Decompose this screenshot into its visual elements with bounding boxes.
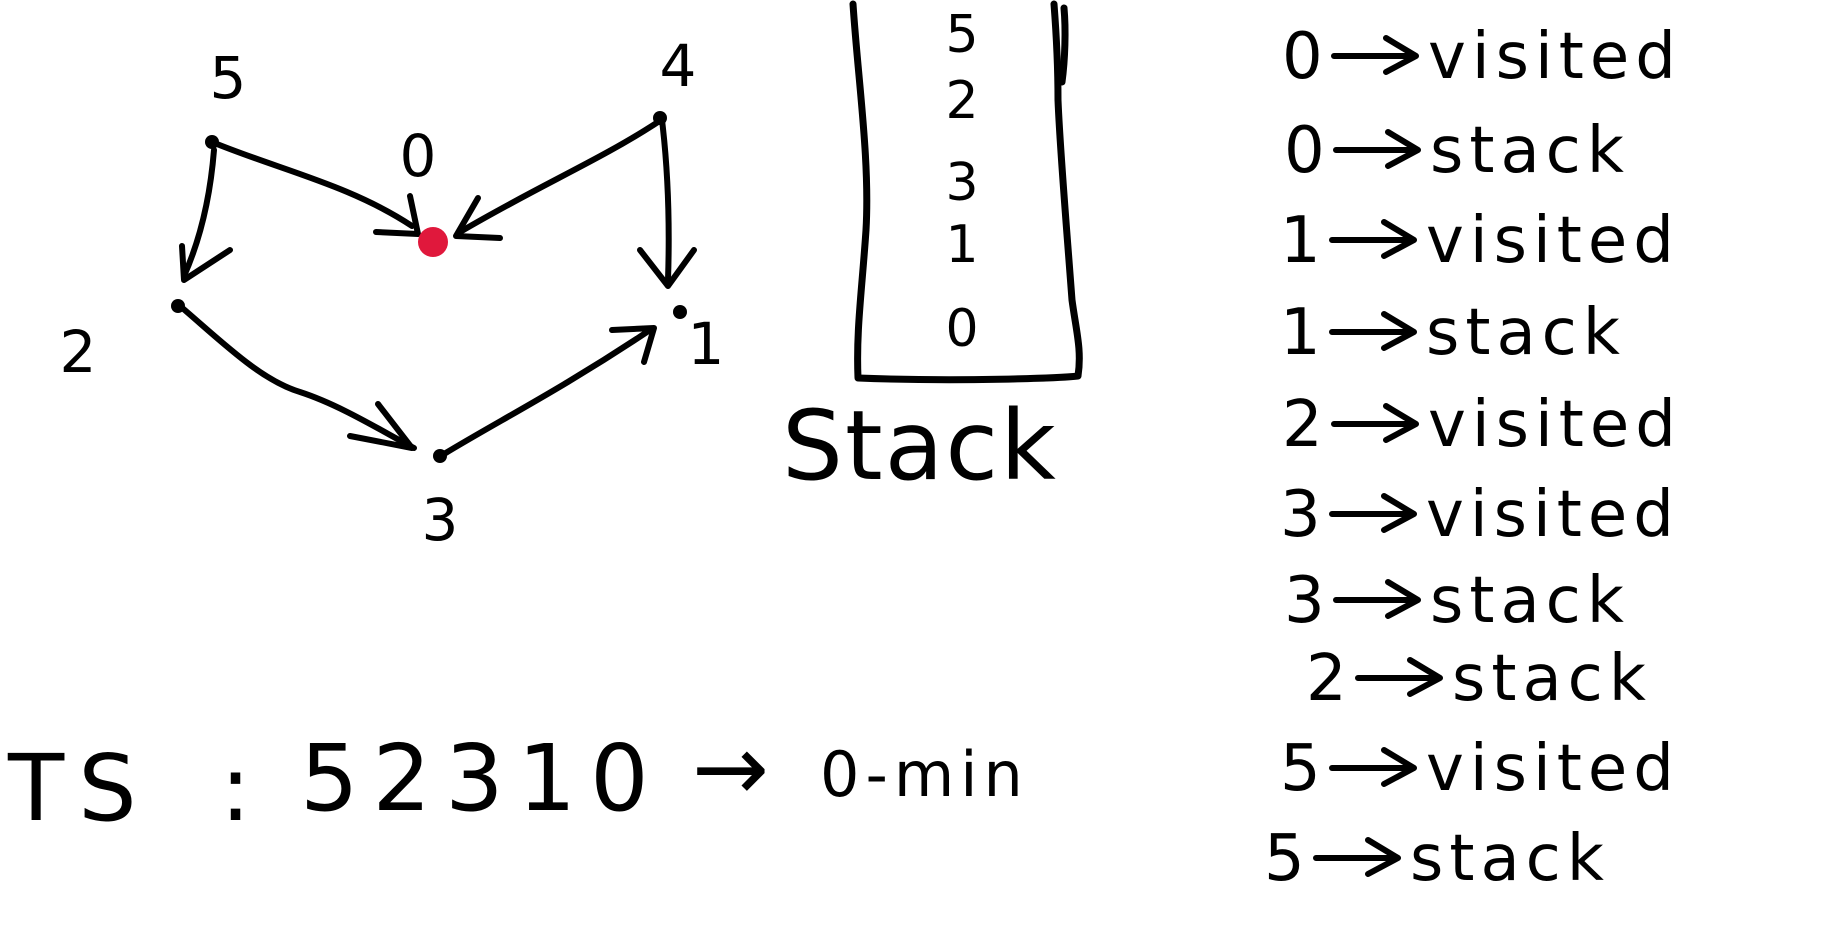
result-colon: : bbox=[220, 735, 265, 842]
step-action: visited bbox=[1426, 732, 1680, 806]
edge-4-0 bbox=[457, 119, 661, 235]
step-row: 2 visited bbox=[1282, 388, 1682, 462]
step-node: 0 bbox=[1282, 20, 1323, 94]
arrowhead-3-1 bbox=[609, 325, 657, 365]
step-node: 2 bbox=[1306, 642, 1347, 716]
graph-edges bbox=[177, 117, 697, 457]
edge-5-2 bbox=[181, 147, 217, 279]
result-note: 0-min bbox=[820, 738, 1029, 811]
result-order: 52310 bbox=[300, 725, 663, 832]
result-prefix: TS bbox=[7, 735, 151, 842]
stack-caption: Stack bbox=[782, 390, 1058, 502]
step-arrow-icon bbox=[1329, 311, 1417, 351]
stack-item: 3 bbox=[945, 153, 978, 213]
stack-item: 1 bbox=[945, 215, 978, 275]
node-5-label: 5 bbox=[210, 44, 247, 112]
step-row: 0 stack bbox=[1284, 114, 1630, 188]
stack-item: 0 bbox=[945, 299, 978, 359]
arrowhead-2-3 bbox=[347, 401, 415, 451]
stack: 52 31 0 Stack bbox=[782, 0, 1083, 502]
stack-item: 2 bbox=[945, 71, 978, 131]
step-arrow-icon bbox=[1333, 579, 1421, 619]
arrowhead-5-0 bbox=[373, 193, 421, 237]
result-arrow: → bbox=[692, 715, 783, 822]
stack-item: 5 bbox=[945, 5, 978, 65]
topological-sort-result: TS : 52310 → 0-min bbox=[7, 715, 1029, 842]
step-node: 3 bbox=[1280, 478, 1321, 552]
step-arrow-icon bbox=[1331, 35, 1419, 75]
step-node: 3 bbox=[1284, 564, 1325, 638]
node-1-dot bbox=[673, 305, 687, 319]
arrowhead-4-1 bbox=[637, 247, 697, 289]
node-3-label: 3 bbox=[422, 486, 459, 554]
node-0-dot bbox=[418, 227, 448, 257]
node-2-label: 2 bbox=[60, 318, 97, 386]
step-action: stack bbox=[1410, 822, 1610, 896]
step-arrow-icon bbox=[1329, 219, 1417, 259]
step-node: 2 bbox=[1282, 388, 1323, 462]
step-node: 1 bbox=[1280, 204, 1321, 278]
node-5-dot bbox=[205, 135, 219, 149]
node-2-dot bbox=[171, 299, 185, 313]
node-4-label: 4 bbox=[660, 32, 697, 100]
step-row: 0 visited bbox=[1282, 20, 1682, 94]
step-node: 1 bbox=[1280, 296, 1321, 370]
node-1-label: 1 bbox=[688, 310, 725, 378]
stack-items: 52 31 0 bbox=[945, 5, 978, 359]
step-node: 5 bbox=[1264, 822, 1305, 896]
steps-list: 0 visited 0 stack 1 visited 1 stack 2 visited 3 vis… bbox=[1264, 20, 1682, 896]
edge-4-1 bbox=[659, 117, 672, 283]
stack-container bbox=[849, 0, 1083, 384]
step-action: visited bbox=[1426, 204, 1680, 278]
edge-3-1 bbox=[441, 327, 653, 457]
step-action: visited bbox=[1428, 388, 1682, 462]
step-action: stack bbox=[1430, 114, 1630, 188]
stack-right-mark bbox=[1058, 4, 1069, 86]
node-3-dot bbox=[433, 449, 447, 463]
step-node: 0 bbox=[1284, 114, 1325, 188]
step-row: 3 stack bbox=[1284, 564, 1630, 638]
step-action: stack bbox=[1430, 564, 1630, 638]
step-arrow-icon bbox=[1331, 403, 1419, 443]
step-row: 5 visited bbox=[1280, 732, 1680, 806]
step-node: 5 bbox=[1280, 732, 1321, 806]
step-arrow-icon bbox=[1329, 493, 1417, 533]
step-row: 2 stack bbox=[1306, 642, 1652, 716]
step-row: 5 stack bbox=[1264, 822, 1610, 896]
edge-2-3 bbox=[177, 303, 417, 451]
edge-5-0 bbox=[209, 139, 415, 229]
step-row: 3 visited bbox=[1280, 478, 1680, 552]
node-4-dot bbox=[653, 111, 667, 125]
arrowhead-5-2 bbox=[179, 243, 233, 283]
step-arrow-icon bbox=[1333, 129, 1421, 169]
graph-nodes: 5 4 0 2 1 3 bbox=[60, 32, 725, 554]
step-action: stack bbox=[1452, 642, 1652, 716]
step-arrow-icon bbox=[1329, 747, 1417, 787]
step-arrow-icon bbox=[1313, 837, 1401, 877]
step-action: visited bbox=[1426, 478, 1680, 552]
step-action: visited bbox=[1428, 20, 1682, 94]
step-action: stack bbox=[1426, 296, 1626, 370]
arrowhead-4-0 bbox=[453, 195, 503, 241]
step-row: 1 visited bbox=[1280, 204, 1680, 278]
node-0-label: 0 bbox=[400, 122, 437, 190]
step-row: 1 stack bbox=[1280, 296, 1626, 370]
graph: 5 4 0 2 1 3 bbox=[60, 32, 725, 554]
step-arrow-icon bbox=[1355, 657, 1443, 697]
